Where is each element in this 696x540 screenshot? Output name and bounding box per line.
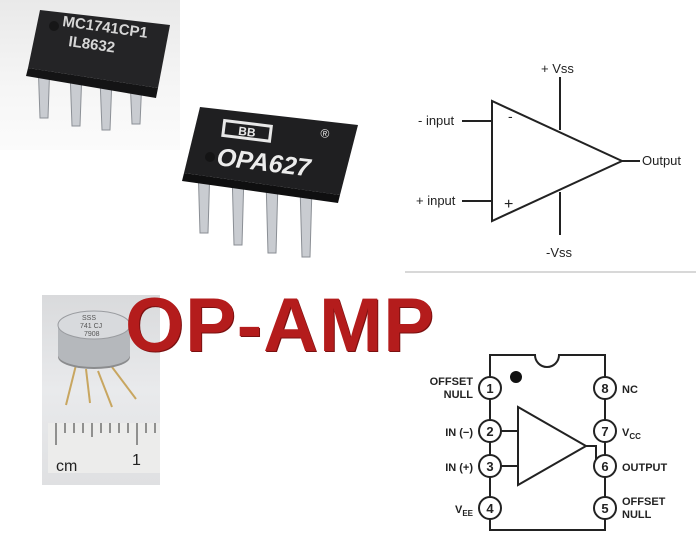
- pin-7: 7 VCC: [593, 419, 641, 443]
- chip1-marking-line2: IL8632: [67, 33, 116, 56]
- input-neg-label: - input: [418, 113, 455, 128]
- supply-pos-label: + Vss: [541, 61, 574, 76]
- pin-3-circle: [478, 454, 502, 478]
- can-top: [57, 310, 131, 340]
- pin-6-number: 6: [601, 459, 608, 474]
- can-marking-line3: 7908: [84, 331, 100, 338]
- chip2-registered-mark: ®: [320, 126, 331, 141]
- chip2-notch: [205, 152, 215, 162]
- opamp-symbol-svg: - + + Vss -Vss - input + input Output: [416, 61, 681, 260]
- opamp-minus-sign: -: [508, 108, 513, 124]
- pin-2-circle: [478, 419, 502, 443]
- pin-4-number: 4: [486, 501, 494, 516]
- pin-8-label: NC: [622, 384, 638, 396]
- pin-4-label: VEE: [455, 504, 474, 518]
- pin-5-number: 5: [601, 501, 608, 516]
- pin-7-label: VCC: [622, 427, 641, 441]
- pin-8-number: 8: [601, 381, 608, 396]
- chip-photo-mc1741: MC1741CP1 IL8632: [0, 0, 180, 150]
- ruler: [48, 423, 160, 473]
- pin-1-label: OFFSET: [430, 376, 474, 388]
- opamp-symbol-diagram: - + + Vss -Vss - input + input Output: [400, 55, 696, 273]
- pin-3: 3 IN (+): [445, 454, 502, 478]
- pin-6-circle: [593, 454, 617, 478]
- pin-3-number: 3: [486, 459, 493, 474]
- pin-7-number: 7: [601, 424, 608, 439]
- op-amp-title: OP-AMP: [125, 283, 435, 368]
- output-label: Output: [642, 153, 681, 168]
- ruler-ticks: [55, 423, 156, 445]
- can-marking-line1: SSS: [82, 315, 96, 322]
- pin1-indicator-dot: [510, 371, 522, 383]
- pin-4: 4 VEE: [455, 496, 502, 520]
- chip2-logo-text: BB: [237, 124, 256, 140]
- pin-2-number: 2: [486, 424, 493, 439]
- pin-1-label-line2: NULL: [444, 389, 474, 401]
- chip1-body: [28, 10, 170, 88]
- pin-5-label: OFFSET: [622, 496, 666, 508]
- can-leads: [65, 364, 137, 408]
- opamp-plus-sign: +: [504, 196, 513, 213]
- pin-8-circle: [593, 376, 617, 400]
- chip-photo-opa627: BB ® OPA627: [170, 85, 370, 265]
- input-pos-label: + input: [416, 193, 456, 208]
- dip-package-outline: [489, 354, 606, 531]
- pin-7-circle: [593, 419, 617, 443]
- pin-6-label: OUTPUT: [622, 462, 668, 474]
- metal-can-drawing: SSS 741 CJ 7908 cm 1: [48, 310, 160, 475]
- pin-1-number: 1: [486, 381, 493, 396]
- can-marking-line2: 741 CJ: [80, 323, 102, 330]
- pin-5-circle: [593, 496, 617, 520]
- chip2-logo: BB: [221, 118, 273, 143]
- chip-photo-mc1741-drawing: MC1741CP1 IL8632: [26, 10, 170, 131]
- pinout-opamp-triangle: [517, 405, 589, 487]
- pin-3-label: IN (+): [445, 462, 473, 474]
- pin-2: 2 IN (−): [445, 419, 502, 443]
- chip-photo-opa627-drawing: BB ® OPA627: [182, 107, 358, 258]
- pin-6: 6 OUTPUT: [593, 454, 668, 478]
- opamp-triangle: [491, 99, 625, 223]
- pin-4-circle: [478, 496, 502, 520]
- symbol-divider: [405, 271, 696, 273]
- pin-8: 8 NC: [593, 376, 638, 400]
- supply-neg-label: -Vss: [546, 245, 573, 260]
- metal-can-photo: SSS 741 CJ 7908 cm 1: [42, 295, 160, 485]
- pin-1-circle: [478, 376, 502, 400]
- pin-5-label-line2: NULL: [622, 509, 652, 521]
- ruler-unit-label: cm: [56, 458, 77, 475]
- pin-2-label: IN (−): [445, 427, 473, 439]
- chip1-notch: [49, 21, 59, 31]
- ruler-tick-label: 1: [132, 452, 141, 469]
